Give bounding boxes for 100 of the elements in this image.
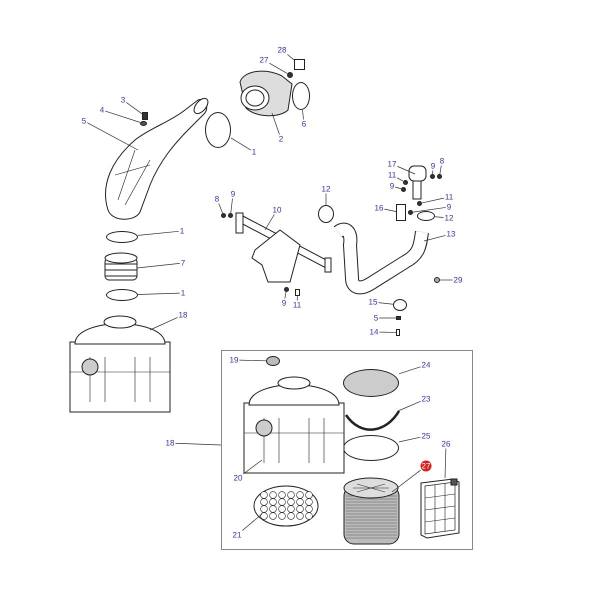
callout-number: 9 xyxy=(280,298,288,308)
callout-number: 19 xyxy=(228,356,240,364)
leader-line xyxy=(243,460,262,474)
leader-line xyxy=(230,138,252,150)
service-indicator-drawing xyxy=(409,166,426,199)
callout-number: 12 xyxy=(320,184,332,194)
leader-line xyxy=(424,235,446,242)
grille-panel-drawing xyxy=(420,478,460,538)
callout-number: 9 xyxy=(446,202,452,212)
leader-line xyxy=(138,292,180,295)
leader-line xyxy=(398,400,421,412)
callout-number: 1 xyxy=(180,288,186,298)
callout-number: 11 xyxy=(386,170,398,180)
nut-drawing xyxy=(434,277,440,283)
nut-drawing xyxy=(437,174,442,179)
safety-element-drawing xyxy=(253,485,319,527)
callout-number: 12 xyxy=(444,214,454,222)
callout-number: 10 xyxy=(272,206,282,214)
leader-line xyxy=(394,186,402,190)
callout-number: 20 xyxy=(232,474,244,482)
air-tube-drawing xyxy=(331,223,431,295)
callout-number: 4 xyxy=(98,106,106,114)
callout-number: 5 xyxy=(80,116,88,126)
washer-drawing xyxy=(140,121,147,126)
callout-number: 17 xyxy=(386,160,398,168)
callout-number: 6 xyxy=(300,120,308,128)
callout-number: 21 xyxy=(232,530,242,540)
nut-drawing xyxy=(287,72,293,78)
hose-clamp-drawing xyxy=(106,289,138,301)
leader-line xyxy=(218,203,223,214)
leader-line xyxy=(230,198,233,214)
leader-line xyxy=(444,448,446,478)
nut-drawing xyxy=(228,213,233,218)
leader-line xyxy=(378,302,394,305)
nut-drawing xyxy=(221,213,226,218)
leader-line xyxy=(397,166,416,174)
leader-line xyxy=(104,110,140,123)
leader-line xyxy=(432,170,434,174)
clip-drawing xyxy=(396,204,406,221)
leader-line xyxy=(398,436,421,442)
callout-number: 25 xyxy=(420,432,432,440)
nut-drawing xyxy=(401,187,406,192)
nut-drawing xyxy=(408,210,413,215)
callout-number: 29 xyxy=(452,276,464,284)
callout-number: 3 xyxy=(120,96,126,104)
leader-line xyxy=(136,263,180,268)
leader-line xyxy=(396,178,404,182)
callout-number: 14 xyxy=(368,328,380,336)
screw-drawing xyxy=(142,112,148,120)
callout-number: 27 xyxy=(420,460,432,472)
hose-clamp-drawing xyxy=(106,231,138,243)
leader-line xyxy=(392,470,421,492)
callout-number: 9 xyxy=(430,162,436,170)
leader-line xyxy=(379,332,396,333)
strap-clamp-drawing xyxy=(393,299,407,311)
callout-number: 5 xyxy=(372,314,380,322)
leader-line xyxy=(269,62,288,74)
leader-line xyxy=(272,112,280,135)
callout-number: 18 xyxy=(164,438,176,448)
filter-element-drawing xyxy=(343,477,400,545)
leader-line xyxy=(412,207,446,212)
leader-line xyxy=(296,296,298,301)
coupler-drawing xyxy=(104,252,138,281)
callout-number: 9 xyxy=(388,182,396,190)
leader-line xyxy=(86,122,138,150)
leader-line xyxy=(287,54,294,60)
leader-line xyxy=(434,216,444,218)
leader-line xyxy=(138,230,180,236)
leader-line xyxy=(284,292,286,299)
nut-drawing xyxy=(430,174,435,179)
leader-line xyxy=(126,102,142,114)
callout-number: 8 xyxy=(214,194,220,204)
detail-frame xyxy=(221,350,473,550)
callout-number: 23 xyxy=(420,394,432,404)
callout-number: 9 xyxy=(230,190,236,198)
cap-drawing xyxy=(266,356,280,366)
callout-number: 28 xyxy=(276,46,288,54)
leader-line xyxy=(175,442,222,446)
leader-line xyxy=(384,208,396,212)
leader-line xyxy=(422,198,444,204)
bolt-drawing xyxy=(295,289,300,296)
callout-number: 7 xyxy=(180,258,186,268)
callout-number: 11 xyxy=(444,192,454,202)
screw-drawing xyxy=(417,201,422,206)
callout-number: 1 xyxy=(178,226,186,236)
leader-line xyxy=(264,214,275,230)
filter-cover-drawing xyxy=(343,369,399,397)
hose-clamp-drawing xyxy=(292,82,310,110)
nut-drawing xyxy=(284,287,289,292)
leader-line xyxy=(302,110,304,120)
callout-number: 2 xyxy=(278,134,284,144)
callout-number: 1 xyxy=(250,148,258,156)
callout-number: 16 xyxy=(374,204,384,212)
callout-number: 24 xyxy=(420,360,432,370)
hose-clamp-drawing xyxy=(205,112,231,148)
leader-line xyxy=(239,360,266,362)
leader-line xyxy=(150,317,178,330)
callout-number: 13 xyxy=(446,230,456,238)
callout-number: 11 xyxy=(292,300,302,310)
hose-clamp-drawing xyxy=(417,211,435,221)
